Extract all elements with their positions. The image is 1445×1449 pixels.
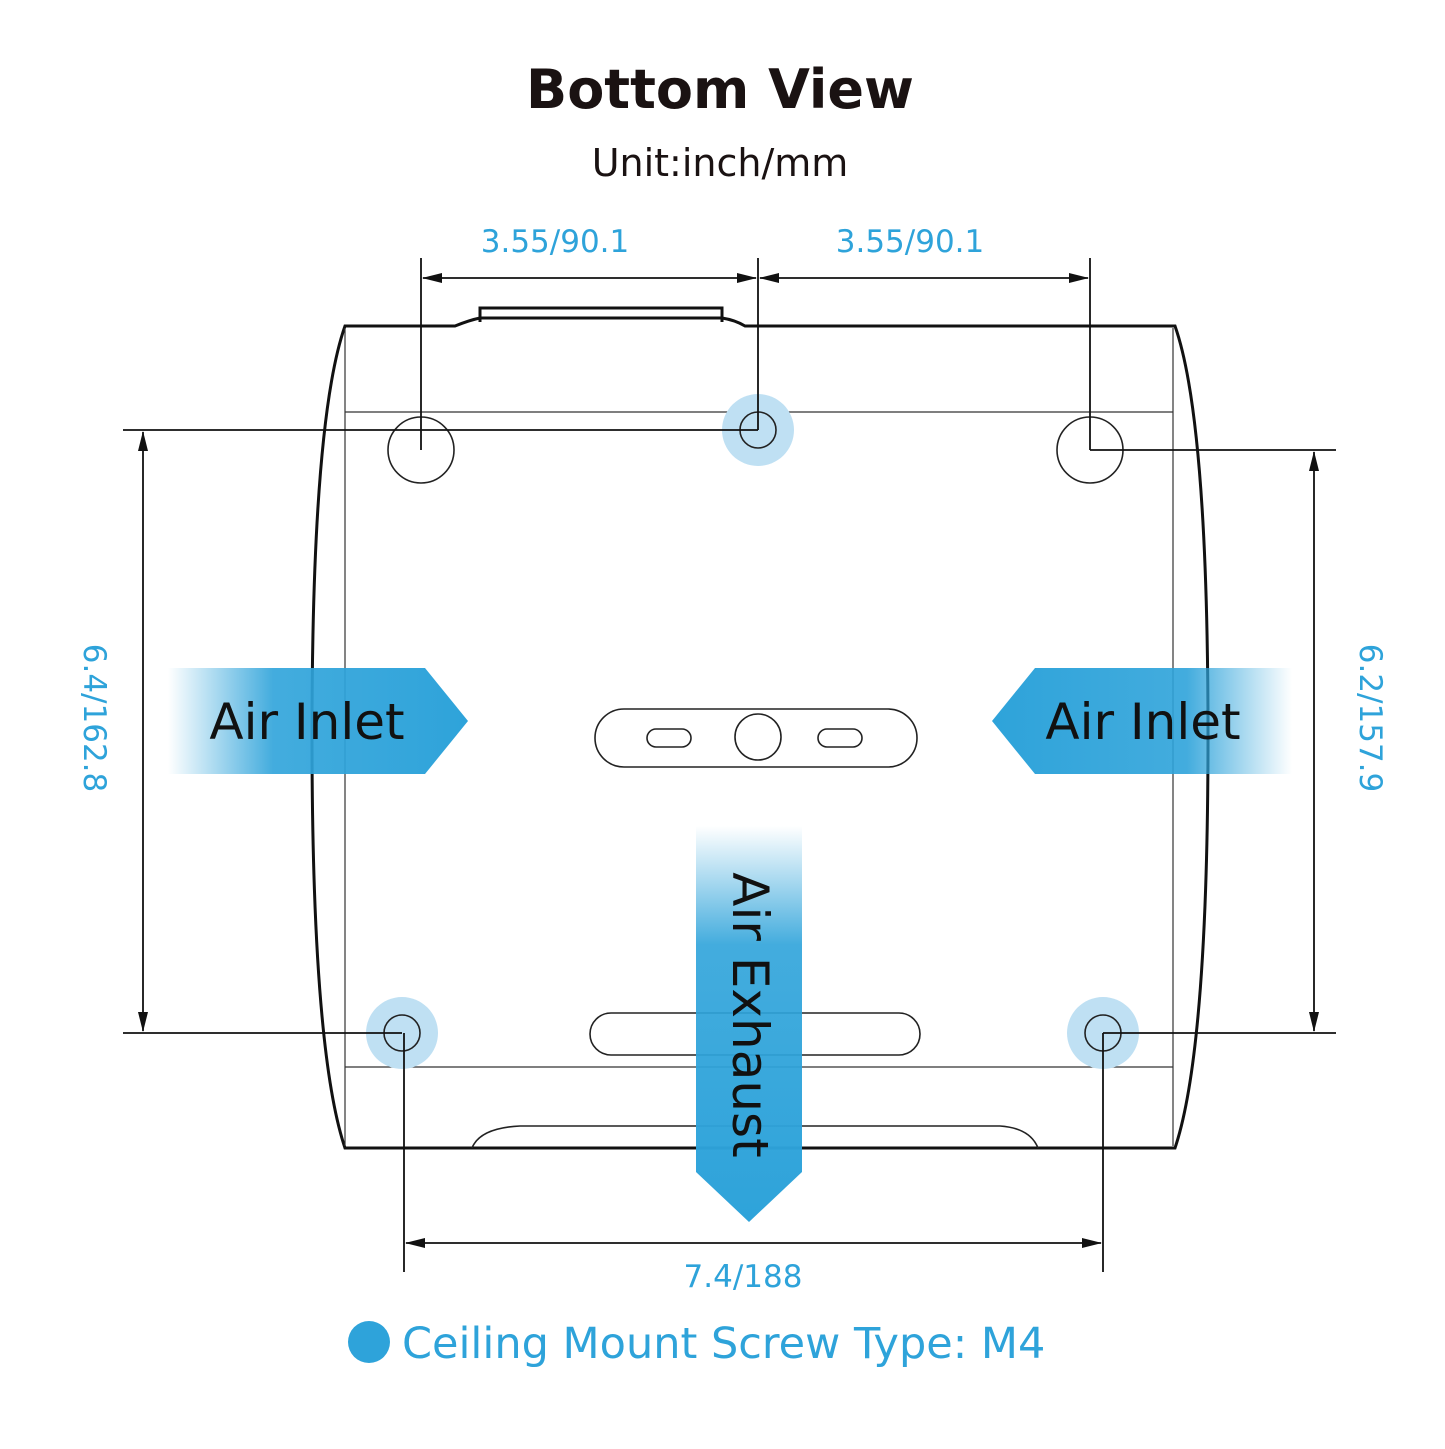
mount-plate [594,708,918,768]
dimension-top-right: 3.55/90.1 [836,224,985,260]
device-body [310,306,1210,1150]
air-inlet-right-badge: Air Inlet [992,668,1292,774]
dimension-right-height: 6.2/157.9 [1352,644,1388,793]
legend-text: Ceiling Mount Screw Type: M4 [402,1319,1045,1369]
air-inlet-left-badge: Air Inlet [168,668,468,774]
page-title: Bottom View [526,58,914,121]
legend: Ceiling Mount Screw Type: M4 [348,1319,1045,1369]
dimension-lines [123,258,1336,1272]
dimension-left-height: 6.4/162.8 [76,644,112,793]
unit-label: Unit:inch/mm [592,141,849,185]
legend-dot-icon [348,1321,390,1363]
air-exhaust-label: Air Exhaust [721,872,779,1157]
air-inlet-right-label: Air Inlet [1045,693,1240,751]
air-inlet-left-label: Air Inlet [209,693,404,751]
dimension-bottom-width: 7.4/188 [684,1259,803,1295]
dimension-top-left: 3.55/90.1 [481,224,630,260]
air-exhaust-badge: Air Exhaust [696,826,802,1222]
